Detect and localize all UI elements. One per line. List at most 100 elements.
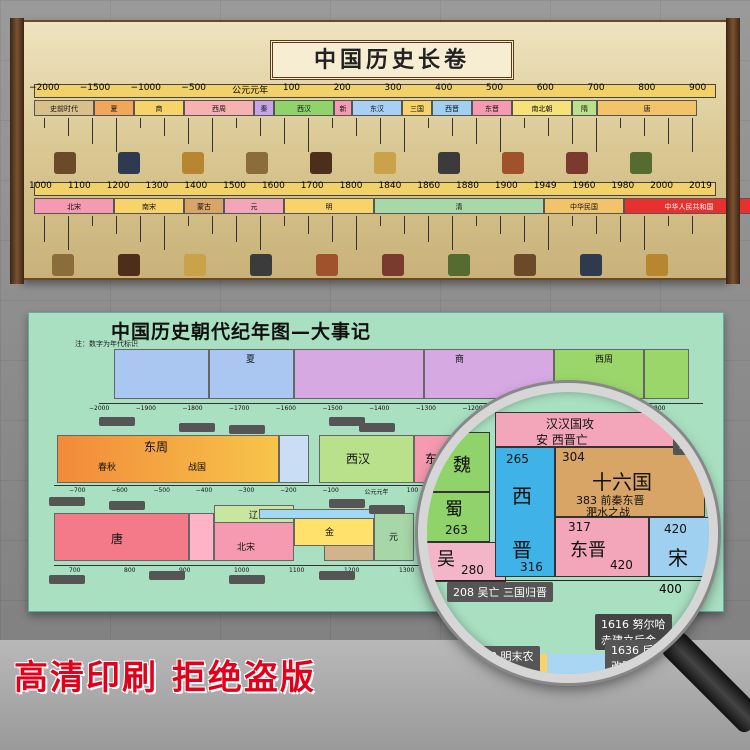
axis-tick: 1980 (611, 181, 635, 191)
block-liao-label: 辽 (249, 511, 259, 521)
era-band: 隋 (572, 100, 597, 116)
event-stem (68, 118, 69, 136)
mag-block-wei: 魏 (427, 432, 490, 492)
portrait-image (514, 254, 536, 276)
event-note (229, 425, 265, 434)
event-stem (332, 118, 333, 128)
era-band: 清 (374, 198, 544, 214)
block-dongzhou-label: 东周 (144, 440, 169, 454)
axis-tick: 500 (485, 83, 504, 93)
event-stem (380, 216, 381, 226)
chart-axis-tick: −1800 (182, 405, 203, 412)
block-xizhou-label: 西周 (595, 355, 614, 365)
chart-axis-tick: −600 (111, 487, 128, 494)
axis-tick: 1880 (456, 181, 479, 191)
block-jin-label: 金 (325, 528, 335, 538)
axis-tick: 1800 (339, 181, 363, 191)
event-stem (644, 216, 645, 250)
event-stem (356, 118, 357, 136)
era-band: 中华民国 (544, 198, 624, 214)
axis-tick: 1600 (261, 181, 285, 191)
chart-title: 中国历史朝代纪年图—大事记 (111, 321, 372, 343)
chart-axis-tick: −1400 (369, 405, 390, 412)
era-band: 南北朝 (512, 100, 572, 116)
block-beisong-label: 北宋 (237, 543, 256, 553)
mag-event-208: 208 吴亡 三国归晋 (447, 582, 553, 602)
chart-axis-tick: 1100 (289, 567, 305, 574)
era-band: 西周 (184, 100, 254, 116)
portrait-image (246, 152, 268, 174)
era-band: 蒙古 (184, 198, 224, 214)
event-note (359, 423, 395, 432)
event-stem (212, 118, 213, 152)
era-band: 中华人民共和国 (624, 198, 750, 214)
chart-axis-tick: −200 (280, 487, 297, 494)
event-stem (308, 118, 309, 152)
event-stem (188, 216, 189, 226)
event-stem (380, 118, 381, 144)
event-stem (92, 216, 93, 226)
portrait-image (184, 254, 206, 276)
mag-block-dongjin: 317 东晋 420 (555, 517, 649, 577)
event-stem (452, 118, 453, 136)
block-shang-label: 商 (455, 355, 465, 365)
event-note (49, 575, 85, 584)
event-stem (404, 216, 405, 234)
axis-tick: 600 (536, 83, 554, 93)
event-stem (140, 118, 141, 128)
era-band: 东晋 (472, 100, 512, 116)
axis-tick: 1949 (533, 181, 557, 191)
chart-axis-tick: 1000 (234, 567, 250, 574)
chart-axis-tick: −1200 (462, 405, 483, 412)
chart-axis-tick: 1200 (344, 567, 359, 574)
axis-tick: 2000 (650, 181, 674, 191)
era-band: 秦 (254, 100, 274, 116)
event-stem (452, 216, 453, 250)
portrait-image (182, 152, 204, 174)
portrait-image (382, 254, 404, 276)
event-stem (236, 216, 237, 242)
block-dongzhou: 东周 春秋 战国 (57, 435, 279, 483)
axis-c-line (54, 565, 703, 566)
era-band: 南宋 (114, 198, 184, 214)
portrait-image (580, 254, 602, 276)
event-note (99, 417, 135, 426)
era-band: 三国 (402, 100, 432, 116)
event-stem (620, 216, 621, 242)
axis-tick: 1700 (300, 181, 324, 191)
chart-axis-tick: −800 (649, 405, 666, 412)
portrait-image (54, 152, 76, 174)
chart-axis-tick: 700 (69, 567, 81, 574)
axis-tick: 800 (638, 83, 656, 93)
event-stem (356, 216, 357, 250)
event-stem (116, 118, 117, 152)
block-xihan-label: 西汉 (346, 452, 371, 466)
event-stem (596, 216, 597, 234)
chart-axis-tick: −1700 (229, 405, 250, 412)
event-note (319, 571, 355, 580)
block-xia: 夏 (209, 349, 294, 399)
axis-tick: −500 (181, 83, 207, 93)
axis-tick: 1900 (494, 181, 518, 191)
chart-axis-tick: 1300 (399, 567, 415, 574)
event-note (329, 417, 365, 426)
mag-block-xijin: 265 西 晋 316 (495, 447, 555, 577)
era-band: 西汉 (274, 100, 334, 116)
event-stem (284, 216, 285, 226)
mag-event-juntian: 均田 (673, 434, 709, 455)
chart-axis-tick: −1500 (322, 405, 343, 412)
event-stem (404, 118, 405, 152)
mag-block-sixteen: 304 十六国 383 前秦东晋 淝水之战 (555, 447, 705, 519)
portrait-image (646, 254, 668, 276)
event-stem (620, 118, 621, 128)
mag-axis (427, 580, 709, 581)
event-stem (164, 118, 165, 136)
event-stem (548, 216, 549, 250)
event-stem (572, 216, 573, 226)
event-stem (500, 216, 501, 234)
block-xihan: 西汉 (319, 435, 414, 483)
